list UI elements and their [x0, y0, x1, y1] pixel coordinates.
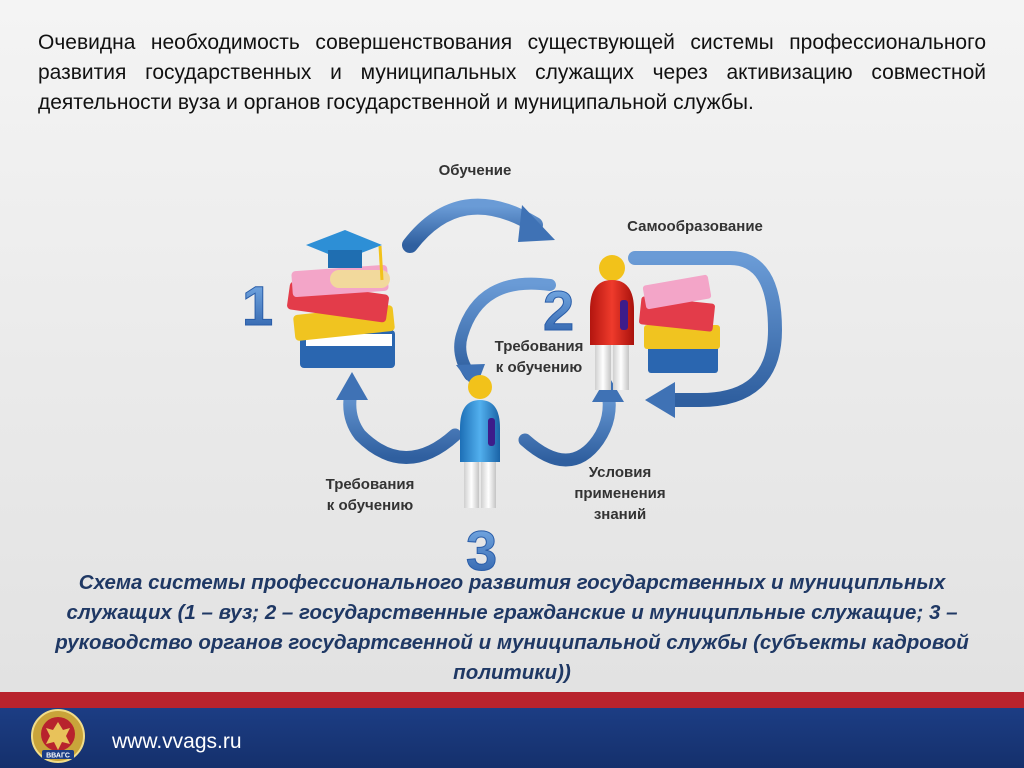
- footer-website-link[interactable]: www.vvags.ru: [112, 730, 242, 753]
- arrow-obuchenie: [402, 198, 555, 253]
- label-trebovaniya-left-line2: к обучению: [326, 497, 414, 514]
- label-trebovaniya-center: Требования к обучению: [474, 336, 604, 378]
- node-2-books: [639, 274, 720, 373]
- node-1-university-books: [287, 230, 395, 368]
- label-obuchenie: Обучение: [438, 162, 512, 179]
- intro-paragraph: Очевидна необходимость совершенствования…: [38, 31, 986, 114]
- label-trebovaniya-center-line1: Требования: [494, 338, 584, 355]
- cycle-diagram: 1 2 3: [242, 198, 783, 580]
- label-usloviya-line3: знаний: [593, 506, 647, 523]
- node-3-person-blue: [460, 375, 500, 508]
- label-trebovaniya-left: Требования к обучению: [305, 474, 435, 516]
- label-usloviya-line1: Условия: [588, 464, 652, 481]
- diagram-caption: Схема системы профессионального развития…: [55, 571, 969, 684]
- node-1-number: 1: [242, 274, 273, 337]
- arrow-trebovaniya-left: [336, 372, 462, 464]
- label-trebovaniya-center-line2: к обучению: [495, 359, 583, 376]
- arrow-samoobrazovanie: [628, 251, 783, 418]
- label-usloviya-line2: применения: [574, 485, 666, 502]
- emblem-logo: ВВАГС: [31, 709, 85, 763]
- footer-bar: ВВАГС www.vvags.ru: [0, 708, 1024, 768]
- arrow-trebovaniya-center: [454, 277, 556, 390]
- label-usloviya: Условия применения знаний: [555, 462, 685, 525]
- label-samoobrazovanie: Самообразование: [627, 218, 763, 235]
- slide-background: [0, 0, 1024, 692]
- footer-red-band: [0, 692, 1024, 708]
- node-2-person-red: [590, 255, 634, 390]
- emblem-text: ВВАГС: [46, 753, 70, 760]
- node-2-number: 2: [543, 279, 574, 342]
- node-3-number: 3: [466, 519, 497, 580]
- label-trebovaniya-left-line1: Требования: [325, 476, 415, 493]
